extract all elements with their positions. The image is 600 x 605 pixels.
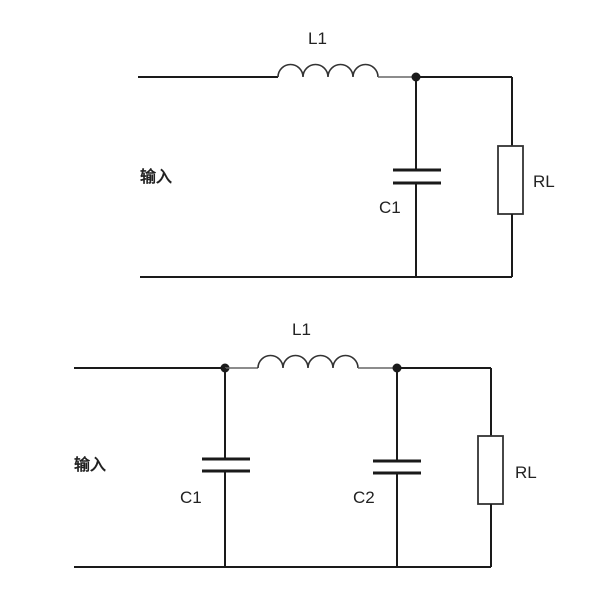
- top-load-label: RL: [533, 172, 555, 191]
- bottom-inductor-label: L1: [292, 320, 311, 339]
- top-inductor-l1: [277, 63, 379, 78]
- top-input-label: 输入: [140, 167, 172, 186]
- top-inductor-label: L1: [308, 29, 327, 48]
- bottom-inductor-l1: [257, 354, 359, 369]
- top-load-resistor: [497, 145, 524, 215]
- top-capacitor-label: C1: [379, 198, 401, 217]
- bottom-capacitor1-label: C1: [180, 488, 202, 507]
- bottom-circuit: 输入 L1 C1 C2 RL: [74, 320, 537, 568]
- bottom-load-label: RL: [515, 463, 537, 482]
- bottom-load-resistor: [477, 435, 504, 505]
- bottom-input-label: 输入: [74, 455, 106, 474]
- top-circuit: 输入 L1 C1 RL: [138, 29, 555, 278]
- bottom-capacitor2-label: C2: [353, 488, 375, 507]
